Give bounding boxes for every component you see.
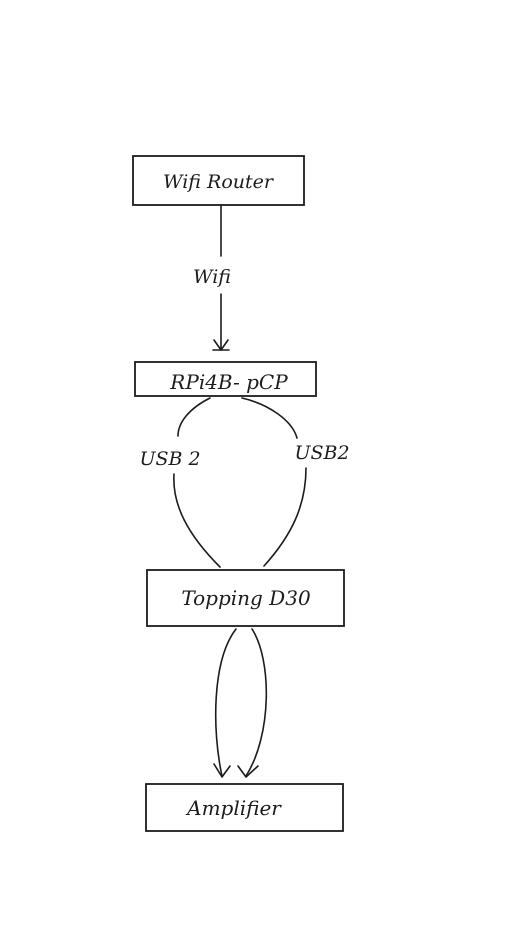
node-amplifier-label: Amplifier bbox=[185, 796, 282, 820]
edge-usb2-right: USB2 bbox=[241, 397, 350, 567]
edge-topping-amplifier-right-line bbox=[245, 628, 268, 777]
edge-wifi: Wifi bbox=[193, 204, 231, 351]
edge-topping-amplifier bbox=[213, 628, 268, 778]
edge-usb2-right-line-top bbox=[241, 397, 298, 439]
node-topping-box bbox=[146, 569, 345, 627]
node-wifi-router: Wifi Router bbox=[132, 155, 305, 206]
node-wifi-router-box bbox=[132, 155, 305, 206]
node-topping-label: Topping D30 bbox=[181, 586, 311, 610]
edge-usb2-right-label: USB2 bbox=[294, 442, 349, 464]
node-amplifier: Amplifier bbox=[145, 783, 344, 832]
node-rpi-label: RPi4B- pCP bbox=[169, 370, 288, 394]
edge-wifi-label: Wifi bbox=[193, 266, 231, 288]
node-rpi: RPi4B- pCP bbox=[134, 361, 317, 397]
edge-topping-amplifier-left-arrowhead-icon bbox=[213, 763, 231, 778]
edge-topping-amplifier-left-line bbox=[214, 628, 237, 777]
edge-topping-amplifier-right-arrowhead-icon bbox=[237, 765, 259, 778]
edge-usb2-left-line-bottom bbox=[173, 473, 221, 568]
edge-usb2-left-line-top bbox=[177, 397, 211, 437]
node-amplifier-box bbox=[145, 783, 344, 832]
node-rpi-box bbox=[134, 361, 317, 397]
edge-usb2-left-label: USB 2 bbox=[139, 448, 200, 470]
node-wifi-router-label: Wifi Router bbox=[163, 171, 275, 193]
edge-usb2-left: USB 2 bbox=[139, 397, 221, 568]
edge-usb2-right-line-bottom bbox=[263, 467, 307, 567]
node-topping: Topping D30 bbox=[146, 569, 345, 627]
